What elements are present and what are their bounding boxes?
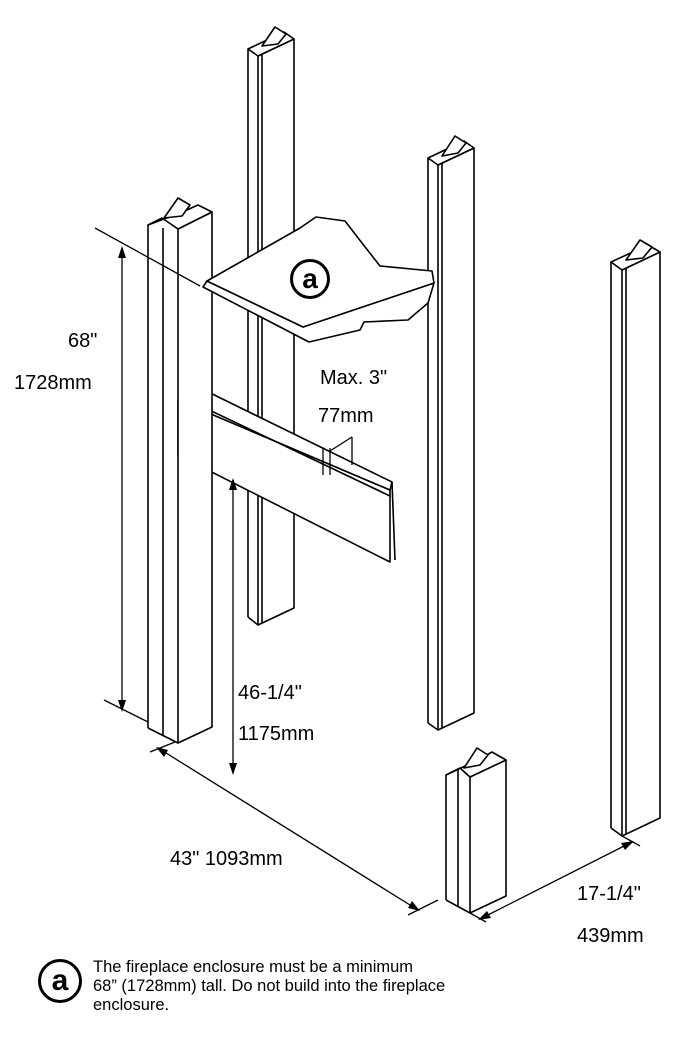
arrow-4614-bottom — [229, 763, 237, 775]
arrow-4614-top — [229, 478, 237, 490]
label-max-in: Max. 3" — [320, 367, 388, 389]
enclosure-note: The fireplace enclosure must be a minimu… — [93, 958, 563, 1015]
stud-front-right — [445, 747, 507, 914]
dimension-max3-line — [322, 436, 353, 475]
header-beam — [177, 387, 396, 563]
label-header-mm: 1175mm — [238, 723, 315, 745]
stud-far-right — [610, 239, 661, 837]
label-width: 43" 1093mm — [170, 848, 283, 870]
arrow-1714-right — [621, 841, 634, 850]
dimension-68-line — [94, 227, 201, 723]
note-line-1: The fireplace enclosure must be a minimu… — [93, 958, 414, 976]
label-depth-mm: 439mm — [577, 925, 644, 947]
arrow-1714-left — [478, 911, 491, 920]
label-header-in: 46-1/4" — [238, 682, 302, 704]
arrow-68-bottom — [118, 700, 126, 712]
label-max-mm: 77mm — [318, 405, 374, 427]
arrow-43-right — [408, 901, 420, 911]
label-height-in: 68" — [68, 330, 98, 352]
stud-front-left — [147, 197, 213, 744]
callout-a-note: a — [38, 959, 82, 1003]
label-height-mm: 1728mm — [14, 372, 92, 394]
stud-back-right — [427, 135, 475, 731]
label-depth-in: 17-1/4" — [577, 883, 641, 905]
arrow-68-top — [118, 246, 126, 258]
dimension-43-line — [149, 741, 439, 916]
note-line-3: enclosure. — [93, 996, 170, 1014]
callout-a-diagram: a — [290, 259, 330, 299]
arrow-43-left — [156, 747, 168, 757]
dimension-1714-line — [469, 835, 641, 923]
note-line-2: 68” (1728mm) tall. Do not build into the… — [93, 977, 446, 995]
